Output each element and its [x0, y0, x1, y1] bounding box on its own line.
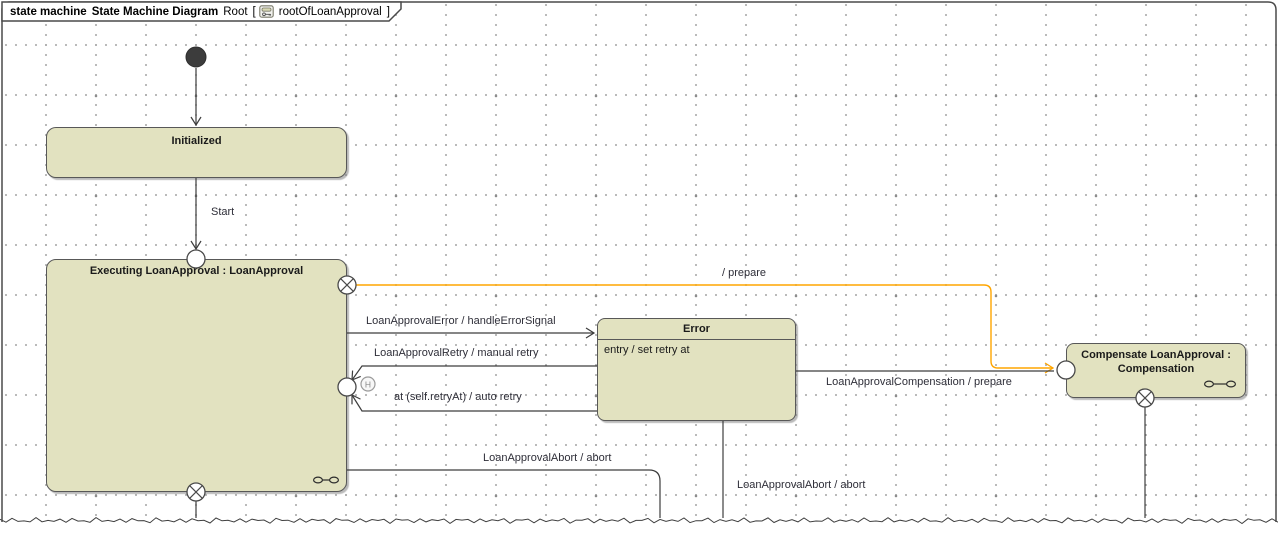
state-initialized[interactable]: Initialized	[46, 127, 347, 178]
state-machine-diagram-icon	[259, 5, 274, 18]
label-start[interactable]: Start	[211, 206, 235, 218]
frame-diagram-name: State Machine Diagram	[91, 5, 219, 18]
label-prepare[interactable]: / prepare	[722, 267, 767, 279]
frame-parameter: rootOfLoanApproval	[278, 5, 382, 18]
label-auto-retry[interactable]: at (self.retryAt) / auto retry	[394, 391, 522, 403]
state-error-name: Error	[598, 319, 795, 340]
label-error-signal[interactable]: LoanApprovalError / handleErrorSignal	[366, 315, 556, 327]
frame-tab-title[interactable]: state machine State Machine Diagram Root…	[10, 4, 390, 19]
state-executing-name: Executing LoanApproval : LoanApproval	[89, 265, 304, 277]
label-abort-executing[interactable]: LoanApprovalAbort / abort	[483, 452, 612, 464]
state-compensate-loanapproval[interactable]: Compensate LoanApproval : Compensation	[1066, 343, 1246, 398]
label-compensation[interactable]: LoanApprovalCompensation / prepare	[826, 376, 1012, 388]
label-abort-error[interactable]: LoanApprovalAbort / abort	[737, 479, 866, 491]
state-initialized-name: Initialized	[171, 135, 222, 147]
state-error[interactable]: Error entry / set retry at	[597, 318, 796, 421]
label-manual-retry[interactable]: LoanApprovalRetry / manual retry	[374, 347, 539, 359]
frame-context: Root	[223, 5, 248, 18]
state-error-entry-activity: entry / set retry at	[604, 344, 690, 356]
frame-open-bracket: [	[252, 5, 256, 18]
frame-keyword: state machine	[10, 5, 87, 18]
state-compensate-name: Compensate LoanApproval : Compensation	[1081, 349, 1231, 375]
frame-close-bracket: ]	[386, 5, 390, 18]
state-executing-loanapproval[interactable]: Executing LoanApproval : LoanApproval	[46, 259, 347, 492]
